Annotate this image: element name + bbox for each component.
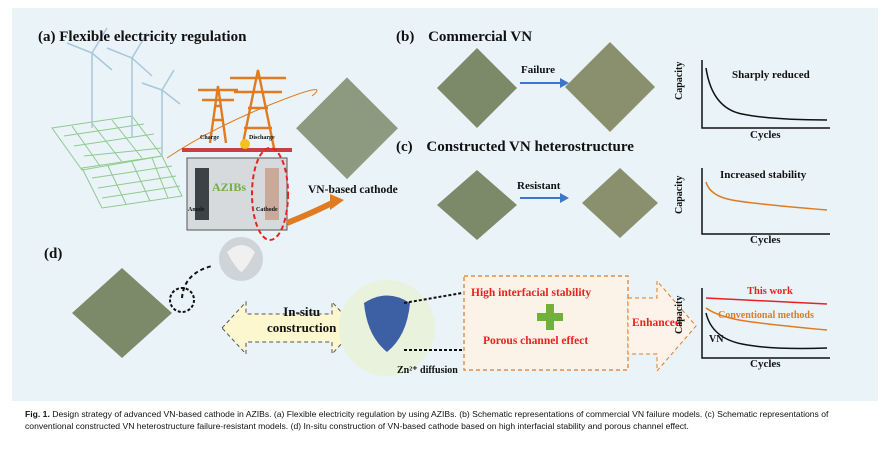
- graph-c-xlabel: Cycles: [750, 234, 781, 246]
- panel-d-title: (d): [44, 246, 62, 263]
- failure-label: Failure: [521, 64, 556, 76]
- panel-b-title: (b) Commercial VN: [396, 29, 532, 46]
- effect-1: High interfacial stability: [471, 287, 592, 299]
- zn-diffusion-label: Zn²⁺ diffusion: [397, 365, 458, 376]
- caption-lead: Fig. 1.: [25, 409, 50, 419]
- figure-art: [51, 27, 830, 376]
- graph-d: [701, 288, 830, 359]
- charge-label: Charge: [200, 135, 219, 141]
- legend-this-work: This work: [747, 286, 793, 297]
- solar-grid: [51, 115, 183, 209]
- wind-turbines: [66, 27, 181, 156]
- graph-b-annotation: Sharply reduced: [732, 69, 810, 81]
- graph-d-ylabel: Capacity: [674, 295, 685, 334]
- resistant-label: Resistant: [517, 180, 561, 192]
- insitu-line2: construction: [267, 320, 337, 335]
- zoom-circle: [169, 287, 195, 313]
- graph-b-xlabel: Cycles: [750, 129, 781, 141]
- effect-2: Porous channel effect: [483, 335, 589, 347]
- power-towers: [166, 69, 318, 159]
- core-particle: [339, 280, 435, 376]
- panel-c-title: (c) Constructed VN heterostructure: [396, 139, 634, 156]
- crystal-cluster-c2: [582, 168, 658, 238]
- panel-a-heading: Flexible electricity regulation: [59, 29, 247, 45]
- crystal-cluster-b1: [437, 48, 517, 128]
- legend-conventional: Conventional methods: [718, 310, 814, 321]
- legend-vn: VN: [709, 334, 724, 345]
- zoom-arrow: [181, 265, 213, 299]
- graph-c-ylabel: Capacity: [674, 175, 685, 214]
- enhanced-arrow: [627, 279, 697, 373]
- crystal-cluster-b2: [565, 42, 655, 132]
- enhanced-label: Enhanced: [632, 317, 682, 329]
- anode-label: Anode: [188, 207, 205, 213]
- crystal-cluster-d: [72, 268, 172, 358]
- graph-c-annotation: Increased stability: [720, 169, 807, 181]
- panel-a-label: (a): [38, 29, 56, 45]
- sphere-particle: [219, 237, 263, 281]
- crystal-cluster-c1: [437, 170, 517, 240]
- discharge-label: Discharge: [249, 135, 275, 141]
- panel-b-label: (b): [396, 29, 415, 45]
- graph-d-xlabel: Cycles: [750, 358, 781, 370]
- battery-label: AZIBs: [212, 180, 247, 194]
- panel-c-label: (c): [396, 139, 413, 155]
- figure-area: (a) Flexible electricity regulation (b) …: [12, 8, 878, 401]
- insitu-label: In-situ construction: [267, 304, 336, 336]
- failure-arrow: [520, 78, 569, 88]
- cathode-label: Cathode: [256, 207, 278, 213]
- insitu-arrow: [221, 300, 357, 356]
- panel-d-label: (d): [44, 246, 63, 262]
- crystal-cluster-a: [296, 77, 398, 180]
- graph-b: [701, 60, 830, 129]
- graph-c: [701, 168, 830, 235]
- panel-a-title: (a) Flexible electricity regulation: [38, 29, 246, 46]
- panel-c-heading: Constructed VN heterostructure: [426, 139, 634, 155]
- resistant-arrow: [520, 193, 569, 203]
- insitu-line1: In-situ: [283, 304, 321, 319]
- panel-b-heading: Commercial VN: [428, 29, 533, 45]
- vn-cathode-label: VN-based cathode: [308, 184, 398, 196]
- figure-caption: Fig. 1. Design strategy of advanced VN-b…: [25, 409, 865, 432]
- plus-sign: [537, 304, 563, 330]
- graph-b-ylabel: Capacity: [674, 61, 685, 100]
- battery-diagram: [182, 139, 344, 241]
- caption-text: Design strategy of advanced VN-based cat…: [25, 409, 829, 431]
